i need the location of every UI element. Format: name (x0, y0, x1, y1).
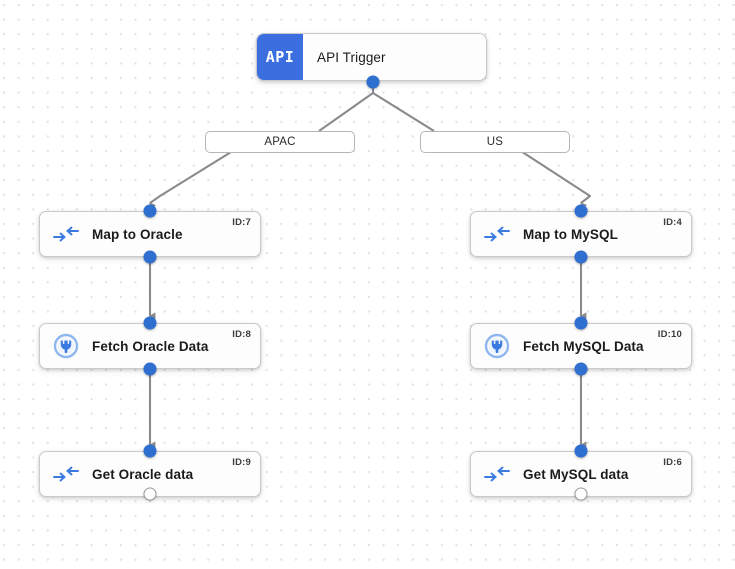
arrows-converge-icon (40, 465, 92, 483)
port-fetch-oracle-data-output[interactable] (143, 362, 157, 376)
node-label: Map to Oracle (92, 226, 183, 242)
node-fetch-mysql-data[interactable]: Fetch MySQL Data ID:10 (470, 323, 692, 369)
node-api-trigger[interactable]: API API Trigger (256, 33, 487, 81)
database-plug-icon (471, 333, 523, 359)
node-id-label: ID:10 (657, 329, 682, 340)
node-fetch-oracle-data[interactable]: Fetch Oracle Data ID:8 (39, 323, 261, 369)
node-label: Map to MySQL (523, 226, 618, 242)
port-fetch-mysql-data-output[interactable] (574, 362, 588, 376)
branch-label-text: APAC (264, 136, 296, 148)
edge-trigger-to-apac (318, 92, 374, 132)
edge-trigger-to-us (372, 92, 435, 132)
node-label: API Trigger (317, 49, 386, 65)
port-map-to-oracle-input[interactable] (143, 204, 157, 218)
port-map-to-oracle-output[interactable] (143, 250, 157, 264)
node-id-label: ID:7 (232, 217, 251, 228)
api-badge-text: API (265, 48, 295, 66)
node-label: Get MySQL data (523, 466, 629, 482)
port-get-oracle-data-input[interactable] (143, 444, 157, 458)
branch-label-text: US (486, 136, 504, 148)
node-id-label: ID:6 (663, 457, 682, 468)
node-id-label: ID:9 (232, 457, 251, 468)
port-map-to-mysql-input[interactable] (574, 204, 588, 218)
port-get-mysql-data-input[interactable] (574, 444, 588, 458)
arrows-converge-icon (40, 225, 92, 243)
port-fetch-oracle-data-input[interactable] (143, 316, 157, 330)
node-map-to-mysql[interactable]: Map to MySQL ID:4 (470, 211, 692, 257)
port-get-oracle-data-output[interactable] (143, 487, 157, 501)
port-fetch-mysql-data-input[interactable] (574, 316, 588, 330)
node-id-label: ID:8 (232, 329, 251, 340)
branch-label-us[interactable]: US (420, 131, 570, 153)
port-get-mysql-data-output[interactable] (574, 487, 588, 501)
arrows-converge-icon (471, 465, 523, 483)
node-label: Fetch MySQL Data (523, 338, 644, 354)
node-label: Get Oracle data (92, 466, 194, 482)
arrows-converge-icon (471, 225, 523, 243)
database-plug-icon (40, 333, 92, 359)
port-api-trigger-output[interactable] (366, 75, 380, 89)
node-label: Fetch Oracle Data (92, 338, 209, 354)
api-icon: API (257, 34, 303, 80)
port-map-to-mysql-output[interactable] (574, 250, 588, 264)
branch-label-apac[interactable]: APAC (205, 131, 355, 153)
node-id-label: ID:4 (663, 217, 682, 228)
